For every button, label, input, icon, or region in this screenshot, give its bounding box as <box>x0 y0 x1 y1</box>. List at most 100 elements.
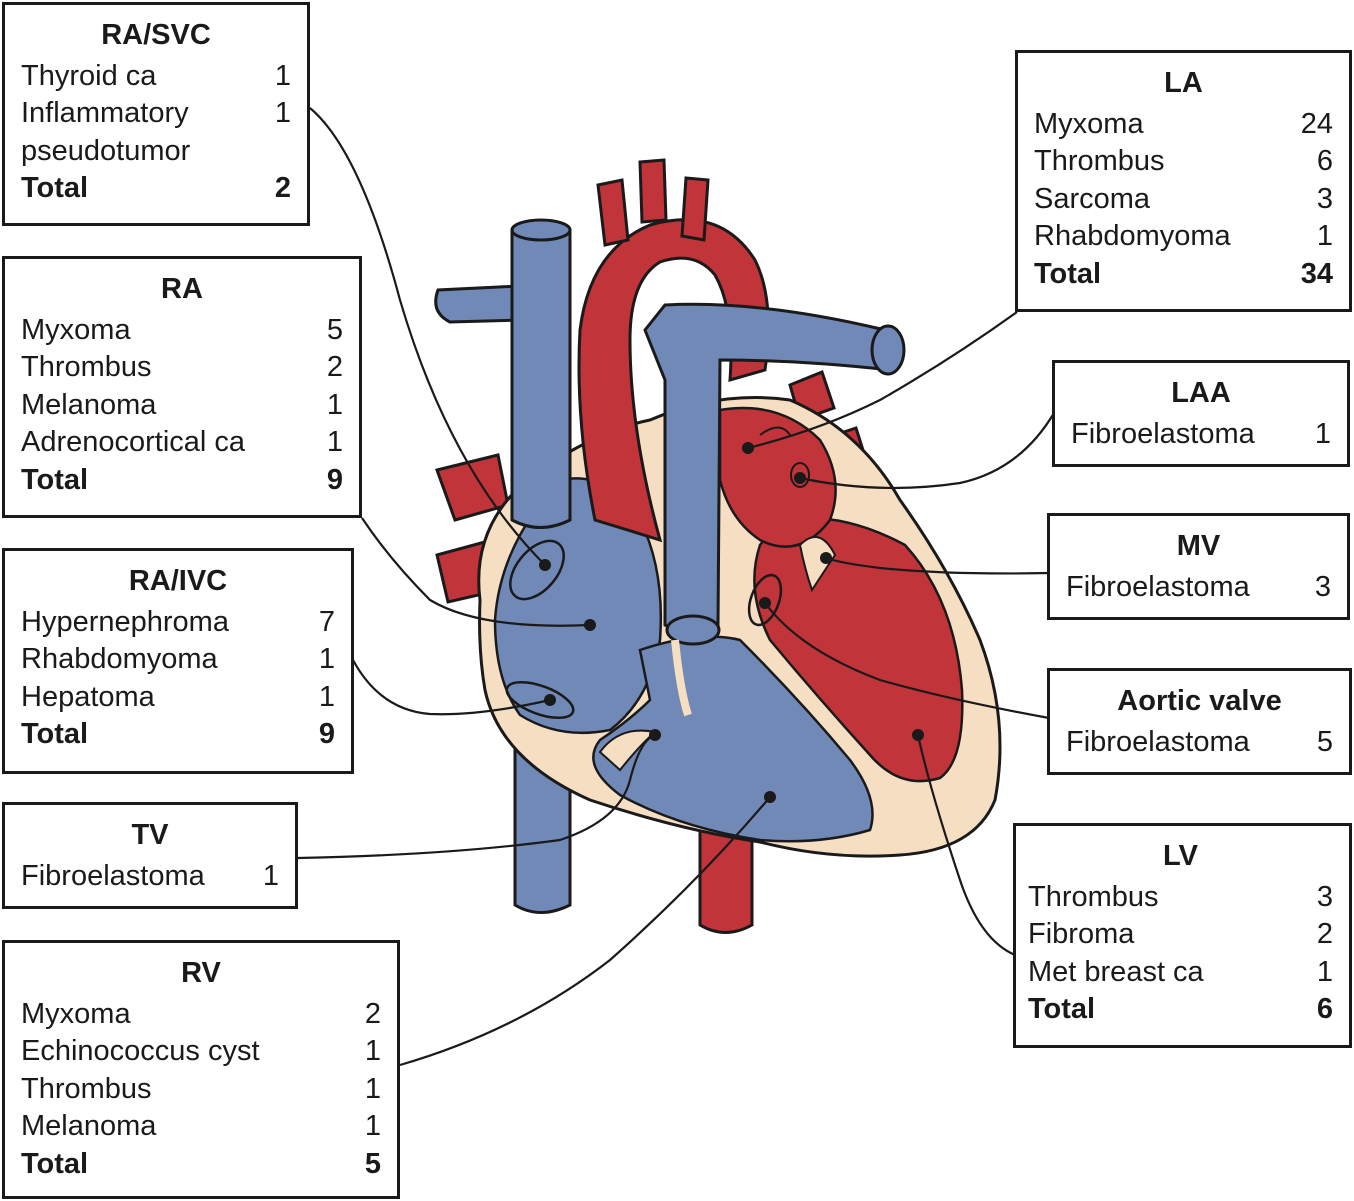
box-title: RA/IVC <box>128 565 228 597</box>
tumor-label: Thrombus <box>1034 145 1165 177</box>
box-title: RA <box>161 273 203 305</box>
tumor-label: Echinococcus cyst <box>21 1035 260 1067</box>
pulmonary-artery-end <box>870 324 906 376</box>
total-count: 2 <box>274 172 291 204</box>
leader-ra-svc <box>309 107 546 566</box>
tumor-row: Thrombus 6 <box>1034 143 1333 181</box>
tumor-row: Adrenocortical ca 1 <box>21 424 343 462</box>
leader-lv <box>916 734 1016 957</box>
tumor-count: 1 <box>326 426 343 458</box>
tumor-count: 1 <box>364 1072 381 1105</box>
box-title: LAA <box>1171 377 1231 409</box>
leader-la <box>747 311 1018 450</box>
tumor-label: Sarcoma <box>1034 182 1151 215</box>
pulmonary-vein-ostium <box>790 462 810 488</box>
tumor-row: Sarcoma 3 <box>1034 181 1333 219</box>
tumor-count: 1 <box>262 859 279 892</box>
tumor-label: Adrenocortical ca <box>21 426 246 458</box>
box-title: RA/SVC <box>101 19 211 51</box>
box-title: LV <box>1163 840 1198 872</box>
left-ventricle-cavity <box>753 516 964 783</box>
tumor-label: Fibroelastoma <box>1066 570 1250 603</box>
total-count: 34 <box>1300 257 1333 290</box>
septum-strip <box>671 639 692 717</box>
tumor-label: Thrombus <box>1028 880 1159 913</box>
box-title: RV <box>181 957 221 989</box>
ivc-opening <box>505 680 575 720</box>
tumor-count: 1 <box>318 680 335 713</box>
dot-ra <box>584 619 596 631</box>
tumor-count: 1 <box>274 97 291 129</box>
total-label: Total <box>21 718 89 750</box>
tumor-count: 24 <box>1300 107 1333 140</box>
leader-tv <box>297 733 656 860</box>
dot-ra-ivc <box>544 694 556 706</box>
total-row: Total 6 <box>1028 991 1333 1029</box>
tumor-count: 1 <box>326 388 343 421</box>
tumor-label: Thrombus <box>21 351 152 383</box>
tumor-label: Myxoma <box>21 997 131 1030</box>
tumor-count: 2 <box>326 351 343 383</box>
total-count: 5 <box>364 1147 381 1180</box>
dot-lv <box>912 729 924 741</box>
leader-aortic-valve <box>764 602 1050 720</box>
tumor-count: 7 <box>318 605 335 638</box>
dot-rv <box>764 791 776 803</box>
dot-ra-svc <box>539 559 551 571</box>
box-title: MV <box>1176 530 1221 562</box>
tumor-count: 2 <box>364 997 381 1030</box>
tumor-label: Rhabdomyoma <box>21 643 218 675</box>
aortic-arch <box>577 218 770 543</box>
right-ventricle-cavity <box>592 635 874 843</box>
tumor-row: Echinococcus cyst 1 <box>21 1033 381 1071</box>
tumor-count: 1 <box>364 1110 381 1142</box>
leader-lines <box>297 107 1055 1067</box>
box-title: LA <box>1164 67 1203 99</box>
tumor-count: 1 <box>364 1035 381 1067</box>
aortic-valve-ring <box>747 573 783 627</box>
tumor-count: 1 <box>1316 220 1333 252</box>
total-count: 6 <box>1316 993 1333 1025</box>
dot-tv <box>649 729 661 741</box>
leader-mv <box>825 556 1050 575</box>
leader-laa <box>799 412 1055 490</box>
tumor-count: 5 <box>326 313 343 346</box>
tumor-label: Rhabdomyoma <box>1034 220 1231 252</box>
tumor-count: 1 <box>274 59 291 92</box>
descending-aorta <box>698 818 754 934</box>
tumor-count: 3 <box>1314 570 1331 603</box>
tumor-count: 3 <box>1316 182 1333 215</box>
tumor-count: 6 <box>1316 145 1333 177</box>
tumor-row: Thyroid ca 1 <box>21 58 291 96</box>
dot-mv <box>820 552 832 564</box>
tumor-count: 5 <box>1316 725 1333 758</box>
total-label: Total <box>1028 993 1096 1025</box>
box-title: TV <box>131 819 169 851</box>
tumor-label: Hypernephroma <box>21 605 229 638</box>
total-count: 9 <box>326 463 343 496</box>
tumor-label: Thyroid ca <box>21 59 157 92</box>
left-common-carotid <box>638 158 668 224</box>
tumor-label: Met breast ca <box>1028 955 1204 988</box>
mitral-valve <box>798 536 837 593</box>
leader-ra-ivc <box>352 659 551 716</box>
dot-la <box>742 442 754 454</box>
